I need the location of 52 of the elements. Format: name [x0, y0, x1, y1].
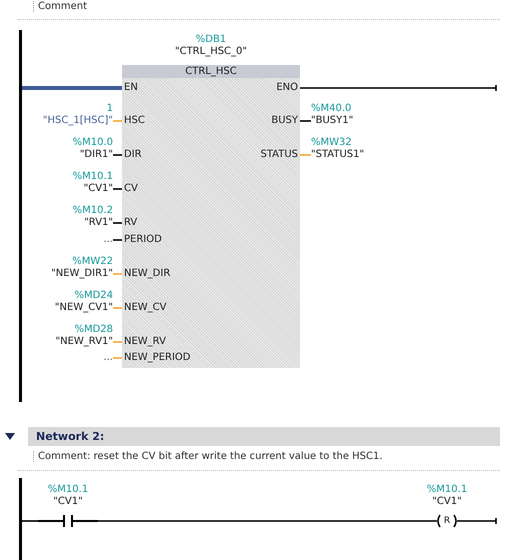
connector-line: [22, 86, 124, 90]
operand-address: %M10.1: [46, 484, 90, 496]
instance-address: %DB1: [194, 34, 228, 46]
operand-name: "CV1": [82, 183, 113, 195]
operand-address: %M10.1: [426, 484, 468, 496]
network-title: Network 2:: [36, 429, 104, 445]
operand-name: "STATUS1": [311, 149, 364, 161]
operand-address: %M10.2: [72, 205, 113, 217]
operand-address: %MW32: [311, 137, 353, 149]
power-rail: [19, 478, 22, 560]
operand-name: ...: [103, 234, 113, 246]
operand-address: %MD24: [73, 290, 113, 302]
pin-name: ENO: [276, 82, 298, 94]
connector-line: [481, 517, 497, 525]
pin-name: NEW_RV: [124, 336, 166, 348]
operand-name: "CV1": [431, 496, 463, 508]
connector-line: [298, 154, 311, 156]
instance-name: "CTRL_HSC_0": [174, 46, 248, 58]
pin-name: BUSY: [271, 115, 298, 127]
operand-address: %M10.1: [72, 171, 113, 183]
operand-name: "HSC_1[HSC]": [42, 115, 113, 127]
operand-name: "NEW_DIR1": [51, 268, 113, 280]
operand-name: "CV1": [52, 496, 84, 508]
operand-address: 1: [106, 103, 113, 115]
operand-address: %M40.0: [311, 103, 352, 115]
power-rail: [19, 30, 22, 402]
operand-name: "NEW_CV1": [54, 302, 113, 314]
pin-name: NEW_PERIOD: [124, 352, 191, 364]
connector-line: [98, 520, 412, 522]
operand-name: ...: [103, 352, 113, 364]
operand-address: %MW22: [71, 256, 113, 268]
pin-name: STATUS: [260, 149, 298, 161]
pin-name: NEW_DIR: [124, 268, 170, 280]
operand-name: "RV1": [83, 217, 113, 229]
connector-line: [22, 520, 38, 522]
pin-name: EN: [124, 82, 138, 94]
block-type-name: CTRL_HSC: [122, 65, 300, 78]
operand-name: "BUSY1": [311, 115, 354, 127]
operand-name: "NEW_RV1": [56, 336, 113, 348]
pin-name: PERIOD: [124, 234, 162, 246]
operand-address: %M10.0: [72, 137, 113, 149]
pin-name: HSC: [124, 115, 145, 127]
operand-name: "DIR1": [78, 149, 113, 161]
coil-type-letter: R: [442, 515, 452, 527]
connector-line: [298, 120, 311, 122]
comment-text: Comment: reset the CV bit after write the current value to the HSC1.: [33, 451, 383, 462]
pin-name: RV: [124, 217, 138, 229]
pin-name: DIR: [124, 149, 142, 161]
pin-name: NEW_CV: [124, 302, 167, 314]
operand-address: %MD28: [73, 324, 113, 336]
pin-name: CV: [124, 183, 138, 195]
comment-text: Comment: [33, 1, 87, 12]
